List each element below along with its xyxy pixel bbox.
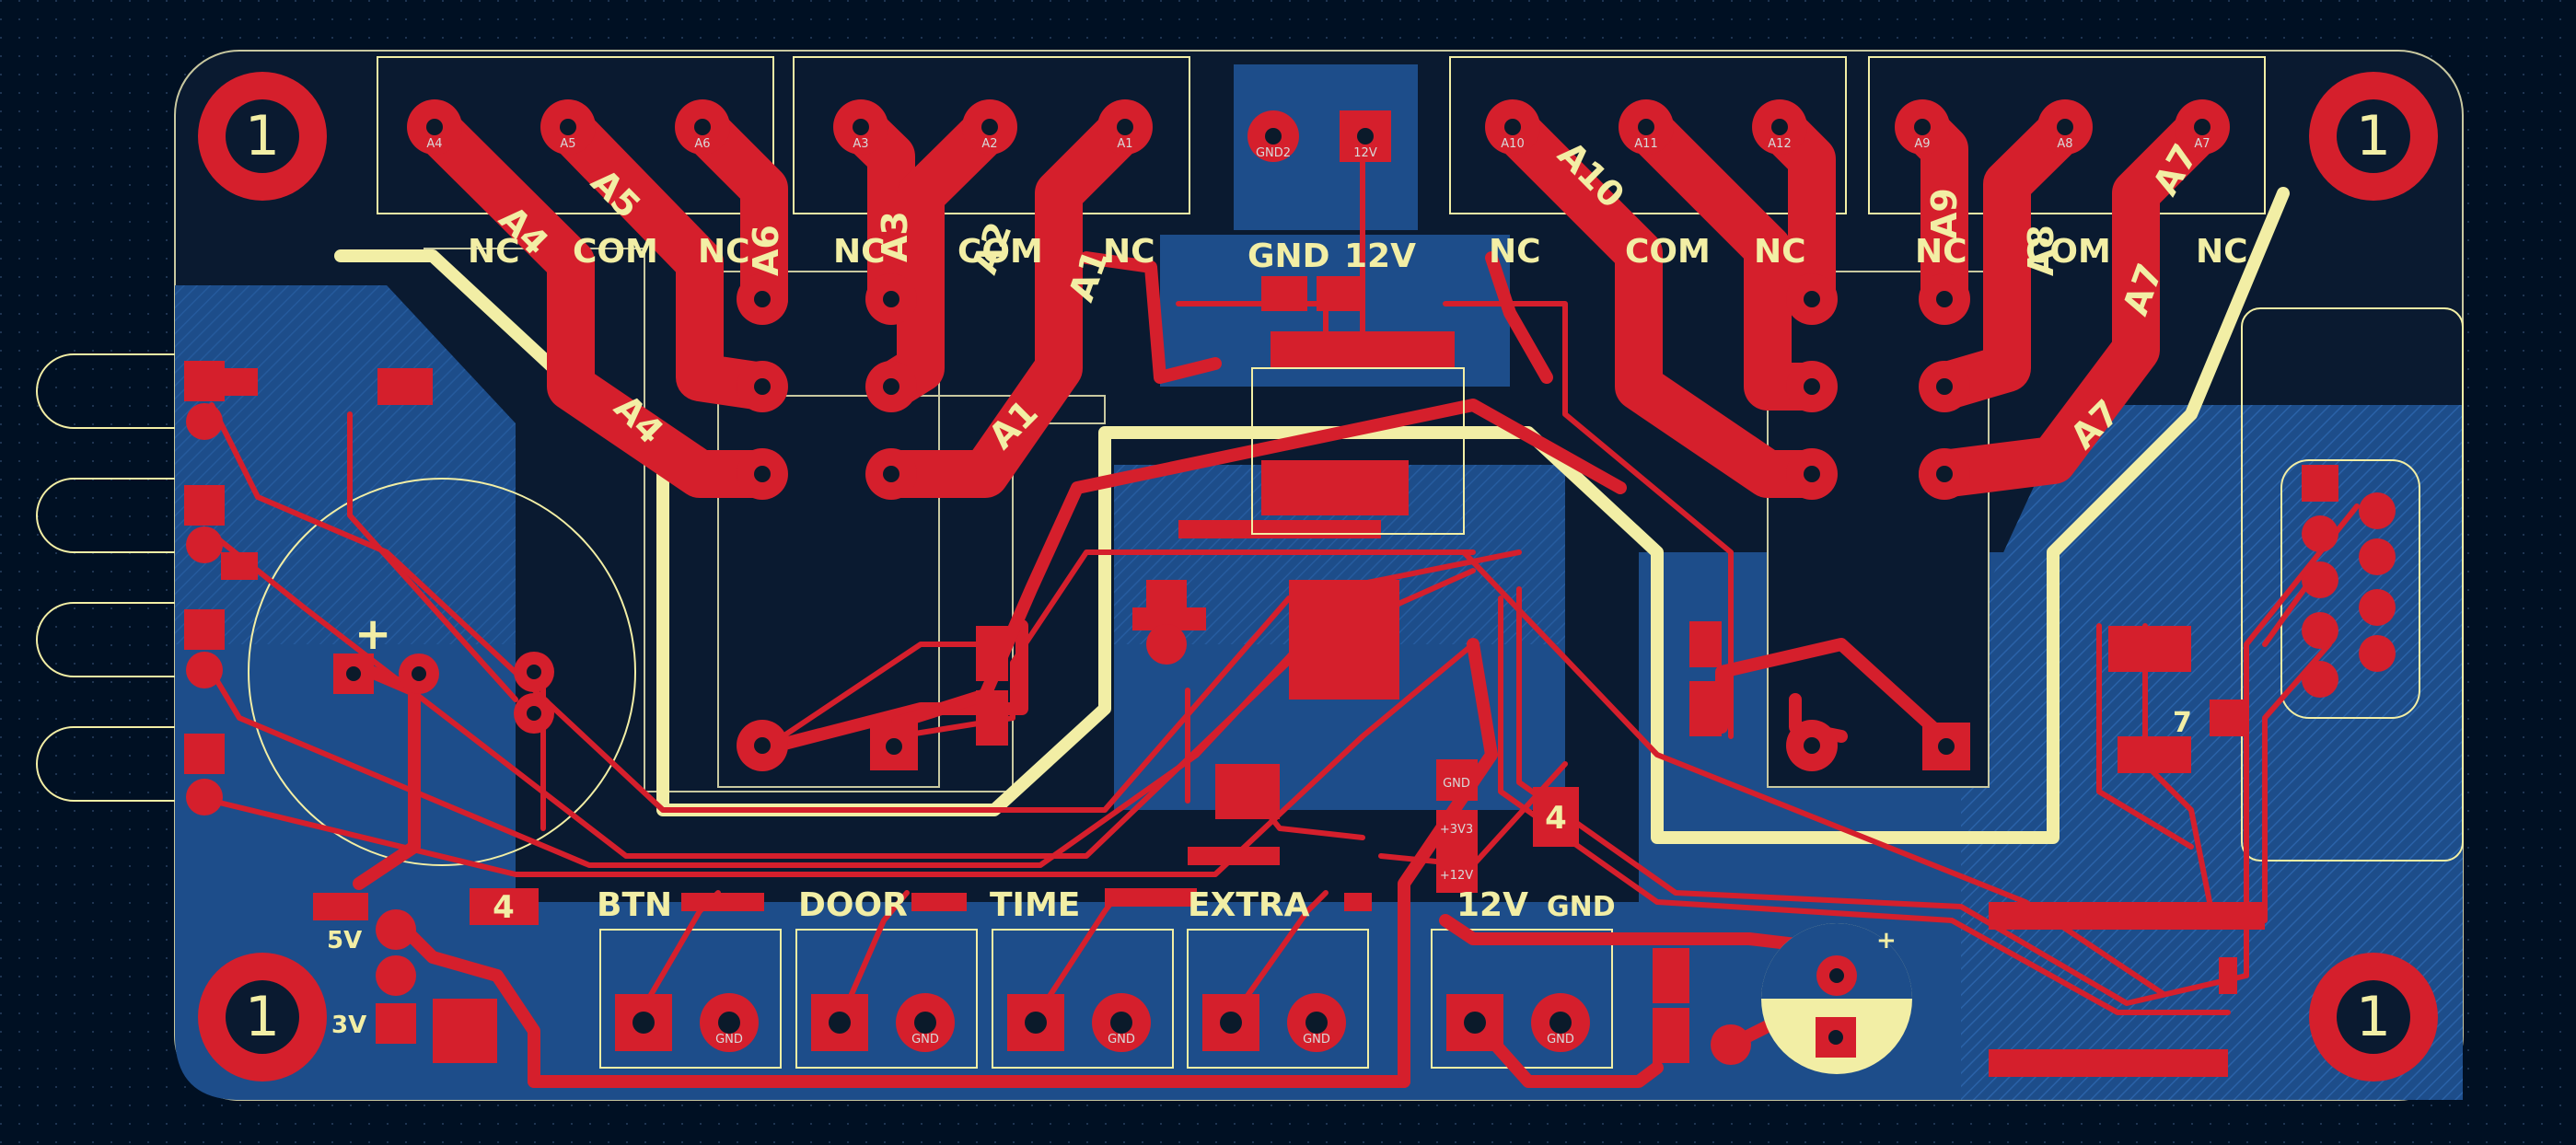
trace-label: A8 bbox=[2021, 225, 2061, 276]
header-label: COM bbox=[957, 233, 1043, 271]
led-outlines bbox=[36, 353, 175, 802]
trace-label: A9 bbox=[1924, 188, 1965, 239]
pad-label: A5 bbox=[560, 137, 575, 151]
terminal-label: BTN bbox=[597, 886, 672, 924]
relay-traces bbox=[411, 103, 2226, 498]
pad-label: A10 bbox=[1501, 137, 1524, 151]
pad-label: A2 bbox=[981, 137, 997, 151]
mounting-hole-label: 1 bbox=[245, 104, 280, 168]
terminal-label: 12V bbox=[1456, 886, 1528, 924]
pad-label: GND bbox=[1547, 1033, 1574, 1047]
header-label: NC bbox=[1754, 233, 1806, 271]
mounting-hole-bottom-left bbox=[198, 953, 327, 1081]
mounting-hole-top-left bbox=[198, 72, 327, 201]
header-label: NC bbox=[698, 233, 750, 271]
pad-label: GND bbox=[715, 1033, 743, 1047]
pad-label: A9 bbox=[1914, 137, 1930, 151]
electrolytic-capacitor: + bbox=[1761, 923, 1912, 1074]
gnd-label: GND bbox=[1547, 891, 1616, 923]
relay-drills bbox=[346, 119, 2210, 755]
mounting-hole-label: 1 bbox=[245, 985, 280, 1049]
pad-label: A12 bbox=[1768, 137, 1791, 151]
capacitor-polarity-label: + bbox=[1876, 927, 1897, 954]
pad-label: A6 bbox=[694, 137, 710, 151]
mounting-hole-bottom-right bbox=[2309, 953, 2438, 1081]
polarity-plus: + bbox=[354, 608, 391, 660]
header-label: NC bbox=[1489, 233, 1541, 271]
pad-label: 12V bbox=[1353, 146, 1377, 160]
regulator-badge-label: 4 bbox=[493, 889, 515, 926]
header-label: NC bbox=[2196, 233, 2248, 271]
header-label: COM bbox=[1625, 233, 1711, 271]
header-label: COM bbox=[573, 233, 658, 271]
header-label: NC bbox=[1103, 233, 1155, 271]
header-label: NC bbox=[1915, 233, 1967, 271]
pad-label: GND bbox=[1303, 1033, 1330, 1047]
pad-label: GND bbox=[911, 1033, 939, 1047]
pad-label: A1 bbox=[1117, 137, 1132, 151]
ic-footprint bbox=[1251, 367, 1465, 535]
terminal-label: DOOR bbox=[798, 886, 908, 924]
reg-pin-label: +12V bbox=[1440, 869, 1473, 883]
reg-pin-label: +3V3 bbox=[1440, 823, 1473, 837]
voltage-label: 3V bbox=[331, 1012, 366, 1039]
header-label: COM bbox=[2025, 233, 2111, 271]
trace-label: A3 bbox=[875, 211, 915, 262]
pad-label: A8 bbox=[2057, 137, 2072, 151]
regulator-badges bbox=[470, 787, 1579, 925]
header-label: NC bbox=[833, 233, 886, 271]
terminal-label: TIME bbox=[990, 886, 1080, 924]
pad-label: GND bbox=[1108, 1033, 1135, 1047]
pad-label: A11 bbox=[1634, 137, 1657, 151]
voltage-label: 5V bbox=[327, 927, 362, 954]
power-header-label: 12V bbox=[1344, 237, 1416, 275]
header-blocks bbox=[248, 56, 2464, 1069]
pad-label: A4 bbox=[426, 137, 442, 151]
mounting-hole-label: 1 bbox=[2356, 104, 2391, 168]
trace-label: A6 bbox=[746, 225, 786, 276]
pad-label: GND2 bbox=[1256, 146, 1291, 160]
header-label: NC bbox=[468, 233, 520, 271]
terminal-pads bbox=[615, 993, 1590, 1052]
regulator-badge-label: 4 bbox=[1545, 800, 1567, 837]
terminal-label: EXTRA bbox=[1188, 886, 1310, 924]
power-header-label: GND bbox=[1247, 237, 1330, 275]
mounting-hole-top-right bbox=[2309, 72, 2438, 201]
pad-label: A7 bbox=[2194, 137, 2210, 151]
pad-label: A3 bbox=[853, 137, 868, 151]
reg-pin-label: GND bbox=[1443, 777, 1470, 791]
ic-label: 7 bbox=[2173, 707, 2192, 739]
mounting-hole-label: 1 bbox=[2356, 985, 2391, 1049]
